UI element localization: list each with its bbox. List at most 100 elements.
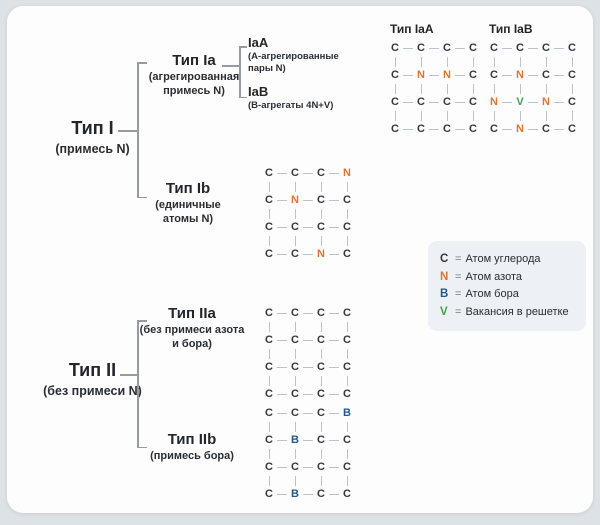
bond-spacer [276, 420, 288, 434]
atom-C: C [490, 123, 498, 135]
bond-v [440, 109, 454, 123]
bond-spacer [428, 55, 440, 69]
bond-v [487, 109, 501, 123]
bond-v [513, 109, 527, 123]
node-subtitle: (без примеси N) [43, 384, 142, 398]
bond-v [565, 82, 579, 96]
atom-V: V [516, 96, 524, 108]
atom-N: N [343, 167, 351, 179]
bond-spacer [553, 55, 565, 69]
bond-spacer [402, 109, 414, 123]
tree-line [239, 96, 247, 98]
bond-v [314, 320, 328, 334]
atom-C: C [291, 221, 299, 233]
tree-line [239, 46, 247, 48]
legend-label: Атом углерода [465, 253, 541, 265]
bond-v [314, 234, 328, 248]
bond-h [303, 366, 313, 369]
bond-v [414, 109, 428, 123]
legend-label: Атом бора [465, 288, 519, 300]
tree-line [137, 196, 147, 198]
bond-v [539, 55, 553, 69]
atom-N: N [291, 194, 299, 206]
bond-h [303, 439, 313, 442]
bond-v [262, 420, 276, 434]
bond-h [277, 466, 287, 469]
bond-spacer [428, 109, 440, 123]
bond-h [303, 312, 313, 315]
bond-spacer [302, 447, 314, 461]
legend-symbol: B [440, 288, 449, 300]
lattice-label-iaB: Тип IaB [489, 22, 533, 36]
bond-v [440, 55, 454, 69]
bond-v [388, 82, 402, 96]
bond-v [440, 82, 454, 96]
bond-v [340, 374, 354, 388]
atom-N: N [516, 69, 524, 81]
node-type2b: Тип IIb (примесь бора) [138, 431, 246, 464]
bond-spacer [328, 180, 340, 194]
atom-C: C [343, 248, 351, 260]
node-subtitle: (примесь бора) [150, 450, 234, 462]
atom-C: C [265, 334, 273, 346]
legend-item: V = Вакансия в решетке [440, 304, 574, 322]
atom-C: C [317, 488, 325, 500]
bond-v [466, 55, 480, 69]
bond-spacer [402, 55, 414, 69]
bond-spacer [302, 320, 314, 334]
atom-C: C [343, 361, 351, 373]
bond-h [277, 366, 287, 369]
bond-h [303, 199, 313, 202]
bond-spacer [302, 180, 314, 194]
node-type1b: Тип Ib (единичные атомы N) [138, 180, 238, 227]
bond-h [429, 74, 439, 77]
atom-C: C [317, 167, 325, 179]
bond-h [403, 47, 413, 50]
bond-spacer [328, 347, 340, 361]
bond-h [329, 493, 339, 496]
bond-spacer [302, 234, 314, 248]
node-subtitle: (без примеси азота и бора) [139, 324, 245, 350]
node-type2a: Тип IIa (без примеси азота и бора) [138, 305, 246, 352]
bond-v [513, 82, 527, 96]
atom-C: C [469, 123, 477, 135]
bond-spacer [454, 82, 466, 96]
bond-h [502, 74, 512, 77]
node-type1aA: IaA (A-агрегированные пары N) [248, 35, 366, 76]
bond-h [303, 172, 313, 175]
atom-N: N [542, 96, 550, 108]
bond-v [539, 82, 553, 96]
bond-spacer [501, 82, 513, 96]
atom-C: C [469, 69, 477, 81]
bond-h [303, 339, 313, 342]
bond-v [565, 55, 579, 69]
bond-v [262, 234, 276, 248]
node-subtitle: (примесь N) [55, 142, 130, 156]
bond-h [429, 47, 439, 50]
node-type1a: Тип Ia (агрегированная примесь N) [138, 52, 250, 99]
bond-v [340, 347, 354, 361]
tree-line [137, 62, 147, 64]
atom-C: C [343, 221, 351, 233]
atom-B: B [291, 434, 299, 446]
atom-C: C [568, 69, 576, 81]
atom-C: C [265, 361, 273, 373]
bond-v [288, 207, 302, 221]
atom-C: C [265, 248, 273, 260]
bond-spacer [454, 109, 466, 123]
node-title: Тип II [68, 360, 117, 380]
tree-line [137, 320, 139, 448]
bond-v [288, 234, 302, 248]
equals-sign: = [455, 253, 462, 265]
bond-v [314, 347, 328, 361]
atom-C: C [317, 361, 325, 373]
atom-N: N [317, 248, 325, 260]
bond-h [303, 253, 313, 256]
atom-C: C [265, 307, 273, 319]
atom-B: B [291, 488, 299, 500]
bond-h [455, 101, 465, 104]
bond-v [288, 447, 302, 461]
bond-h [455, 47, 465, 50]
bond-h [277, 493, 287, 496]
